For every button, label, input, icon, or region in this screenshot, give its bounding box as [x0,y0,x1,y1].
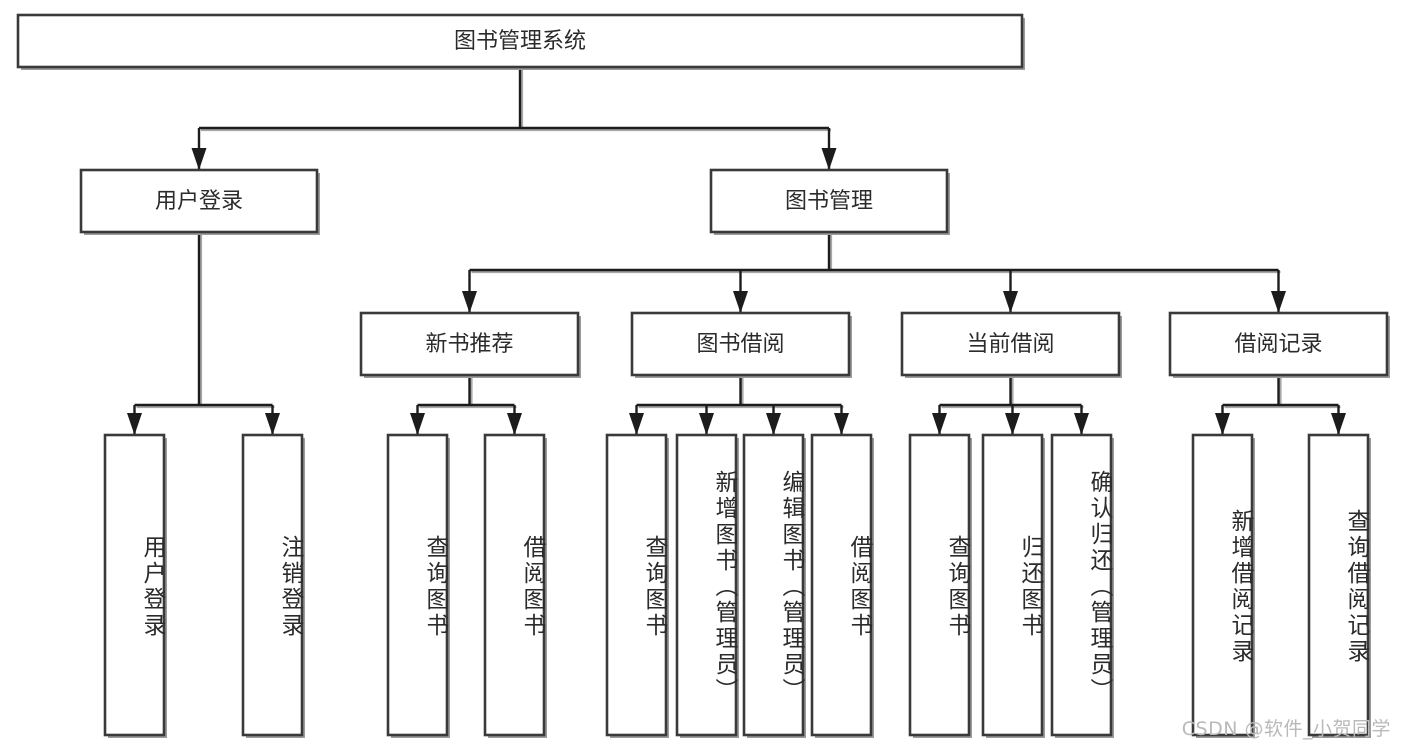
node-level3-box-1[interactable] [630,311,851,377]
node-leaf-box-0[interactable] [103,433,166,737]
arrow-to-leaf-7 [834,413,849,435]
arrow-to-leaf-4 [629,413,644,435]
node-leaf-box-2[interactable] [386,433,449,737]
arrow-to-leaf-2 [410,413,425,435]
edges-layer [127,67,1346,435]
node-level3-label-1: 图书借阅 [696,332,784,357]
node-root-label: 图书管理系统 [454,29,586,54]
node-leaf-box-7[interactable] [810,433,873,737]
arrow-to-leaf-11 [1215,413,1230,435]
arrow-to-新书推荐 [462,291,477,313]
arrow-to-leaf-8 [932,413,947,435]
arrow-to-图书管理 [821,148,837,170]
node-leaf-box-10[interactable] [1050,433,1113,737]
node-level2-label-1: 图书管理 [785,189,873,214]
node-leaf-box-9[interactable] [981,433,1044,737]
watermark-text: CSDN @软件_小贺同学 [1181,718,1391,740]
node-level3-box-3[interactable] [1168,311,1389,377]
arrow-to-leaf-0 [127,413,142,435]
arrow-to-leaf-9 [1005,413,1020,435]
arrow-to-leaf-5 [699,413,714,435]
arrow-to-leaf-12 [1331,413,1346,435]
node-level3-box-2[interactable] [900,311,1121,377]
node-leaf-box-8[interactable] [908,433,971,737]
node-level3-box-0[interactable] [359,311,580,377]
node-level2-box-1[interactable] [709,168,949,234]
arrow-to-leaf-3 [507,413,522,435]
node-leaf-box-12[interactable] [1307,433,1370,737]
node-leaf-box-4[interactable] [605,433,668,737]
node-leaf-box-5[interactable] [675,433,738,737]
node-leaf-box-3[interactable] [483,433,546,737]
node-level3-label-2: 当前借阅 [966,332,1054,357]
node-level3-label-3: 借阅记录 [1234,332,1322,357]
node-level3-label-0: 新书推荐 [425,332,513,357]
node-leaf-box-6[interactable] [742,433,805,737]
arrow-to-用户登录 [191,148,207,170]
node-level2-box-0[interactable] [79,168,319,234]
arrow-to-leaf-10 [1074,413,1089,435]
arrow-to-借阅记录 [1271,291,1286,313]
node-leaf-box-1[interactable] [241,433,304,737]
arrow-to-当前借阅 [1003,291,1018,313]
node-root-box[interactable] [16,13,1024,69]
node-level2-label-0: 用户登录 [155,189,243,214]
arrow-to-leaf-6 [766,413,781,435]
arrow-to-图书借阅 [733,291,748,313]
node-leaf-box-11[interactable] [1191,433,1254,737]
arrow-to-leaf-1 [265,413,280,435]
boxes-layer [16,13,1390,738]
